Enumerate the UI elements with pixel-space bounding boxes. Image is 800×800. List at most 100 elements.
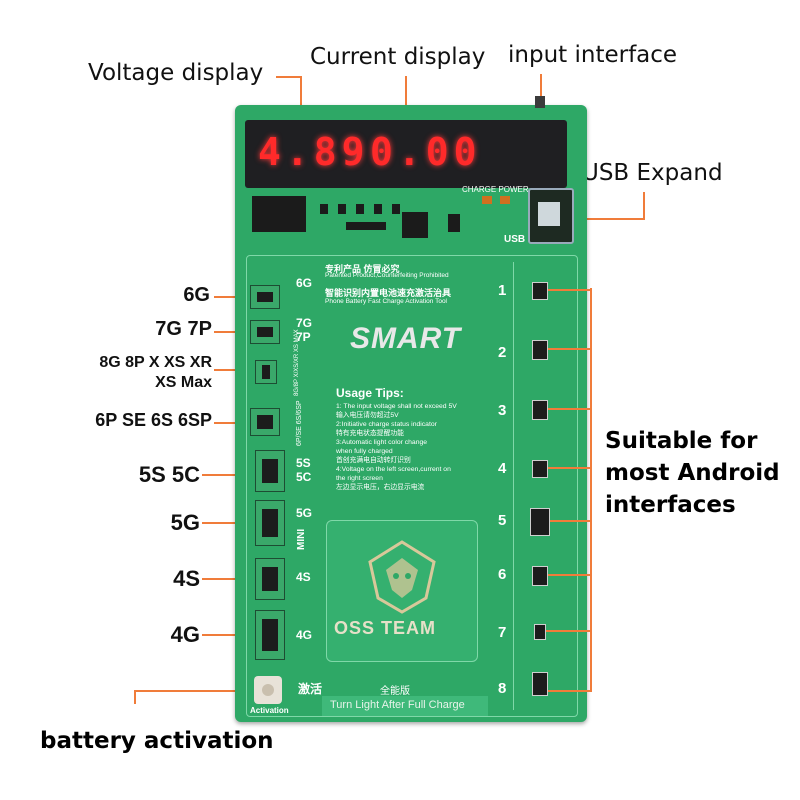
tip-line: 左边显示电压，右边显示电流 <box>336 484 425 491</box>
android-number-2: 2 <box>498 344 507 361</box>
tip-line: 2:Initiative charge status indicator <box>336 421 437 428</box>
android-tick-3 <box>548 408 592 410</box>
slot-7g[interactable] <box>250 320 280 344</box>
voltage-callout-line-v <box>300 76 302 110</box>
android-number-8: 8 <box>498 680 507 697</box>
tool-en: Phone Battery Fast Charge Activation Too… <box>325 298 448 305</box>
android-slot-4[interactable] <box>532 460 548 478</box>
tiger-logo-icon <box>368 540 436 614</box>
label-4s: 4S <box>173 566 200 591</box>
current-callout-line <box>405 76 407 106</box>
silk-7g: 7G <box>296 316 313 330</box>
slot-6g[interactable] <box>250 285 280 309</box>
slot-4g[interactable] <box>255 610 285 660</box>
usage-tips: 1: The input voltage shall not exceed 5V… <box>336 402 486 492</box>
activation-callout-line-h <box>134 690 252 692</box>
usage-title: Usage Tips: <box>336 386 404 400</box>
connector-4g <box>202 634 248 636</box>
android-tick-8 <box>548 690 592 692</box>
connector-5s <box>202 474 248 476</box>
silk-6g: 6G <box>296 276 313 290</box>
current-readout: 0.00 <box>370 130 482 174</box>
android-callout-line1: Suitable for <box>605 428 758 454</box>
tip-line: 1: The input voltage shall not exceed 5V <box>336 403 457 410</box>
activation-callout-line-v <box>134 690 136 704</box>
android-bracket-line <box>590 288 592 692</box>
android-slot-3[interactable] <box>532 400 548 420</box>
label-5g: 5G <box>170 510 200 535</box>
android-number-6: 6 <box>498 566 507 583</box>
android-column <box>513 262 574 710</box>
android-tick-6 <box>548 574 592 576</box>
input-port <box>535 96 545 108</box>
smart-logo: SMART <box>350 322 462 355</box>
android-callout-line2: most Android <box>605 460 780 486</box>
bottom-strip <box>322 696 488 716</box>
slot-6p[interactable] <box>250 408 280 436</box>
resistor-2 <box>338 204 346 214</box>
connector-8g <box>214 369 248 371</box>
android-slot-5[interactable] <box>530 508 550 536</box>
oss-team-logo: OSS TEAM <box>334 618 437 638</box>
tip-line: 特有充电状态提醒功能 <box>336 430 404 437</box>
slot-4s[interactable] <box>255 558 285 600</box>
voltage-callout-line-h <box>276 76 302 78</box>
silk-5s: 5S <box>296 456 311 470</box>
slot-8g[interactable] <box>255 360 277 384</box>
label-8g-line1: 8G 8P X XS XR <box>99 354 212 371</box>
usb-silk: USB <box>504 234 526 245</box>
power-led <box>500 196 510 204</box>
connector-5g <box>202 522 248 524</box>
slot-5g[interactable] <box>255 500 285 546</box>
usb-callout-line-v <box>643 192 645 220</box>
voltage-readout: 4.89 <box>258 130 370 174</box>
android-tick-2 <box>548 348 592 350</box>
android-number-1: 1 <box>498 282 507 299</box>
current-display-callout: Current display <box>310 44 486 70</box>
android-number-4: 4 <box>498 460 507 477</box>
android-callout-line3: interfaces <box>605 492 736 518</box>
android-slot-1[interactable] <box>532 282 548 300</box>
patent-en: Patented Product,Counterfeiting Prohibit… <box>325 272 449 279</box>
input-callout-line <box>540 74 542 106</box>
android-number-7: 7 <box>498 624 507 641</box>
android-number-3: 3 <box>498 402 507 419</box>
android-slot-6[interactable] <box>532 566 548 586</box>
android-tick-1 <box>548 289 592 291</box>
usb-port-inner <box>538 202 560 226</box>
silk-4g: 4G <box>296 628 313 642</box>
android-slot-8[interactable] <box>532 672 548 696</box>
silk-4s: 4S <box>296 570 311 584</box>
patent-cn: 专利产品 仿冒必究 <box>325 264 400 274</box>
label-6p: 6P SE 6S 6SP <box>95 410 212 430</box>
tip-line: 3:Automatic light color change <box>336 439 428 446</box>
label-4g: 4G <box>170 622 200 647</box>
android-tick-7 <box>546 630 592 632</box>
label-6g: 6G <box>183 284 210 306</box>
label-8g-line2: XS Max <box>155 374 212 391</box>
silk-mini: MINI <box>296 528 307 550</box>
activation-button-cap <box>262 684 274 696</box>
ic-chip-main <box>252 196 306 232</box>
android-tick-4 <box>548 467 592 469</box>
android-number-5: 5 <box>498 512 507 529</box>
tip-line: the right screen <box>336 475 383 482</box>
usb-callout-line-h <box>580 218 645 220</box>
android-slot-2[interactable] <box>532 340 548 360</box>
fuse <box>448 214 460 232</box>
charge-led <box>482 196 492 204</box>
activation-cn-silk: 激活 <box>298 682 323 696</box>
silk-7p: 7P <box>296 330 311 344</box>
bottom-en: Turn Light After Full Charge <box>330 699 465 711</box>
ic-chip-small <box>402 212 428 238</box>
connector-6g <box>214 296 248 298</box>
battery-activation-callout: battery activation <box>40 728 274 754</box>
android-slot-7[interactable] <box>534 624 546 640</box>
lower-frame <box>246 255 578 717</box>
tip-line: 输入电压请勿超过5V <box>336 412 399 419</box>
resistor-5 <box>392 204 400 214</box>
tool-cn: 智能识别内置电池速充激活治具 <box>325 288 452 298</box>
label-5s-5c: 5S 5C <box>138 462 200 487</box>
tip-line: when fully charged <box>336 448 393 455</box>
slot-5s[interactable] <box>255 450 285 492</box>
